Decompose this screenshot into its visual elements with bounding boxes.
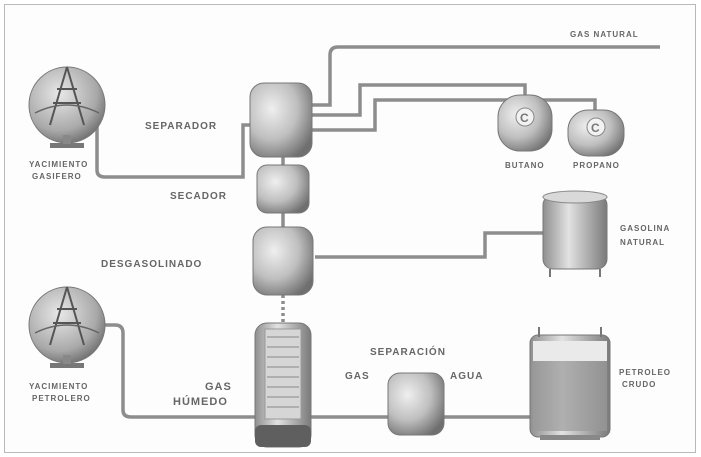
label-propano: PROPANO	[573, 161, 620, 170]
desgasolinado-vessel	[253, 227, 313, 295]
label-gas-natural: GAS NATURAL	[570, 30, 639, 39]
diagram-frame: GAS NATURAL SEPARADOR SECADOR DESGASOLIN…	[4, 4, 696, 453]
process-diagram: GAS NATURAL SEPARADOR SECADOR DESGASOLIN…	[5, 5, 695, 452]
label-desgasolinado: DESGASOLINADO	[101, 259, 202, 270]
propano-tank-letter: C	[591, 121, 601, 135]
gas-humedo-column	[255, 323, 311, 447]
label-petroleo: PETROLEO	[619, 368, 671, 377]
label-yacimiento-gas-2: GASIFERO	[32, 172, 82, 181]
label-separacion: SEPARACIÓN	[370, 345, 446, 358]
separacion-vessel	[388, 373, 444, 435]
label-agua: AGUA	[450, 371, 483, 382]
label-natural: NATURAL	[620, 238, 665, 247]
secador-vessel	[257, 165, 309, 213]
label-yacimiento-pet-2: PETROLERO	[32, 394, 91, 403]
label-crudo: CRUDO	[622, 380, 656, 389]
label-gas: GAS	[345, 371, 370, 382]
petroleo-crudo-tank	[530, 327, 610, 440]
label-secador: SECADOR	[170, 191, 227, 202]
label-gas-humedo-2: HÚMEDO	[173, 395, 228, 408]
pipe-desgasolinado-to-gasolina	[315, 233, 545, 257]
label-yacimiento-gas-1: YACIMIENTO	[29, 160, 88, 169]
label-gasolina: GASOLINA	[620, 224, 670, 233]
label-separador: SEPARADOR	[145, 121, 217, 132]
label-yacimiento-pet-1: YACIMIENTO	[29, 382, 88, 391]
label-butano: BUTANO	[505, 161, 545, 170]
yacimiento-gasifero-icon	[29, 67, 105, 148]
butano-tank-letter: C	[520, 111, 530, 125]
separador-vessel	[250, 83, 312, 157]
yacimiento-petrolero-icon	[29, 287, 105, 368]
gasolina-natural-tank	[543, 191, 607, 277]
label-gas-humedo-1: GAS	[205, 381, 232, 393]
